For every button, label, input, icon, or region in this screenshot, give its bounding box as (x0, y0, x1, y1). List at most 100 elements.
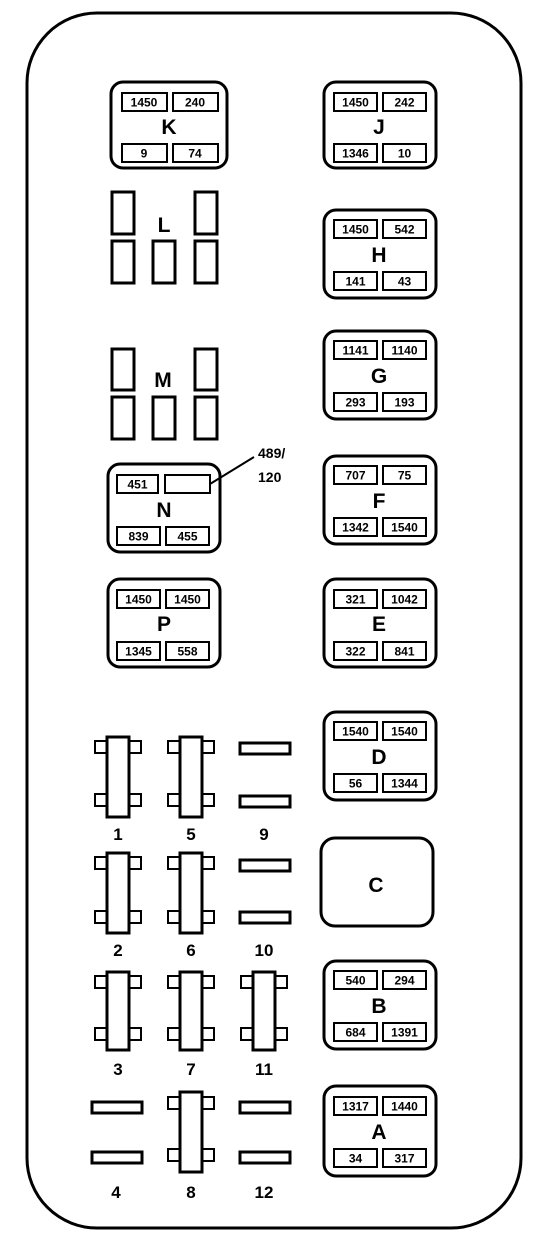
wire-label: 1540 (391, 725, 418, 739)
relay-h[interactable]: 1450 542 141 43 H (322, 208, 438, 300)
relay-label: K (161, 116, 176, 139)
wire-label: 34 (349, 1152, 363, 1166)
relay-b[interactable]: 540 294 684 1391 B (322, 959, 438, 1051)
fuse-slot-10[interactable]: 10 (238, 858, 292, 960)
wire-label: 542 (394, 223, 414, 237)
wire-label: 540 (345, 974, 365, 988)
relay-label: F (373, 490, 386, 513)
panel-outline (25, 11, 523, 1230)
fuse-number: 6 (186, 941, 195, 960)
wire-label: 839 (128, 530, 148, 544)
fuse-number: 8 (186, 1183, 195, 1202)
relay-d[interactable]: 1540 1540 56 1344 D (322, 710, 438, 802)
fuse-slot-8[interactable]: 8 (167, 1090, 215, 1202)
relay-e[interactable]: 321 1042 322 841 E (322, 577, 438, 669)
fuse-number: 4 (111, 1183, 121, 1202)
callout-leader-line (209, 456, 255, 485)
wire-label: 455 (177, 530, 197, 544)
wire-label: 841 (394, 645, 414, 659)
wire-label: 1344 (391, 777, 418, 791)
fuse-slot-9[interactable]: 9 (238, 741, 292, 844)
fuse-slot-12[interactable]: 12 (238, 1100, 292, 1202)
wire-label: 56 (349, 777, 363, 791)
wire-label: 1450 (174, 593, 201, 607)
wire-label: 293 (345, 396, 365, 410)
wire-label: 707 (345, 469, 365, 483)
wire-label: 1345 (125, 645, 152, 659)
relay-label: B (371, 995, 386, 1018)
fuse-number: 2 (113, 941, 122, 960)
block-label: L (158, 214, 171, 237)
relay-label: A (371, 1121, 386, 1144)
fuse-number: 7 (186, 1060, 195, 1079)
callout-label: 489/ (258, 445, 285, 461)
wire-label: 193 (394, 396, 414, 410)
wire-label: 9 (141, 147, 148, 161)
relay-f[interactable]: 707 75 1342 1540 F (322, 454, 438, 546)
relay-label: P (157, 613, 171, 636)
wire-label: 558 (177, 645, 197, 659)
wire-label: 1346 (342, 147, 369, 161)
fuse-slot-7[interactable]: 7 (167, 970, 215, 1079)
fuse-slot-6[interactable]: 6 (167, 851, 215, 960)
relay-label: N (156, 499, 171, 522)
wire-label: 240 (185, 96, 205, 110)
fuse-number: 1 (113, 825, 122, 844)
wire-label: 322 (345, 645, 365, 659)
fuse-slot-2[interactable]: 2 (94, 851, 142, 960)
block-label: M (154, 369, 172, 392)
relay-n[interactable]: 451 839 455 N (106, 462, 222, 554)
wire-label: 1440 (391, 1100, 418, 1114)
wire-label: 1342 (342, 521, 369, 535)
relay-k[interactable]: 1450 240 9 74 K (109, 80, 229, 170)
block-m[interactable]: M (110, 347, 219, 441)
wire-label: 10 (398, 147, 412, 161)
callout-label: 120 (258, 469, 282, 485)
fuse-slot-11[interactable]: 11 (240, 970, 288, 1079)
fuse-slot-3[interactable]: 3 (94, 970, 142, 1079)
wire-label: 1450 (342, 223, 369, 237)
block-l[interactable]: L (110, 190, 219, 285)
fuse-number: 12 (255, 1183, 274, 1202)
relay-label: G (371, 365, 387, 388)
relay-label: D (371, 746, 386, 769)
wire-label: 141 (345, 275, 365, 289)
relay-c[interactable]: C (319, 836, 435, 928)
wire-label: 1141 (342, 344, 368, 358)
wire-label: 317 (394, 1152, 414, 1166)
relay-label: H (371, 244, 386, 267)
wire-label: 1042 (391, 593, 418, 607)
wire-label: 1450 (342, 96, 369, 110)
wire-label: 75 (398, 469, 412, 483)
relay-label: J (373, 116, 385, 139)
wire-label: 74 (188, 147, 202, 161)
fuse-number: 5 (186, 825, 195, 844)
wire-label: 1140 (391, 344, 417, 358)
fuse-slot-4[interactable]: 4 (90, 1100, 144, 1202)
fuse-number: 10 (255, 941, 274, 960)
wire-label: 1540 (342, 725, 369, 739)
wire-label: 1317 (342, 1100, 369, 1114)
relay-a[interactable]: 1317 1440 34 317 A (322, 1084, 438, 1178)
wire-label: 294 (394, 974, 414, 988)
fuse-number: 11 (255, 1060, 273, 1079)
wire-label: 451 (127, 478, 147, 492)
wire-label: 1391 (391, 1026, 418, 1040)
relay-p[interactable]: 1450 1450 1345 558 P (106, 577, 222, 669)
wire-label: 684 (345, 1026, 365, 1040)
fuse-number: 9 (259, 825, 268, 844)
fuse-number: 3 (113, 1060, 122, 1079)
fuse-slot-5[interactable]: 5 (167, 735, 215, 844)
relay-label: E (372, 613, 386, 636)
wire-label: 242 (394, 96, 414, 110)
wire-label: 1450 (125, 593, 152, 607)
relay-j[interactable]: 1450 242 1346 10 J (322, 80, 438, 170)
wire-label: 43 (398, 275, 412, 289)
wire-label: 321 (345, 593, 365, 607)
relay-label: C (368, 874, 383, 897)
fuse-slot-1[interactable]: 1 (94, 735, 142, 844)
wire-label: 1540 (391, 521, 418, 535)
wire-label: 1450 (131, 96, 158, 110)
relay-g[interactable]: 1141 1140 293 193 G (322, 329, 438, 421)
